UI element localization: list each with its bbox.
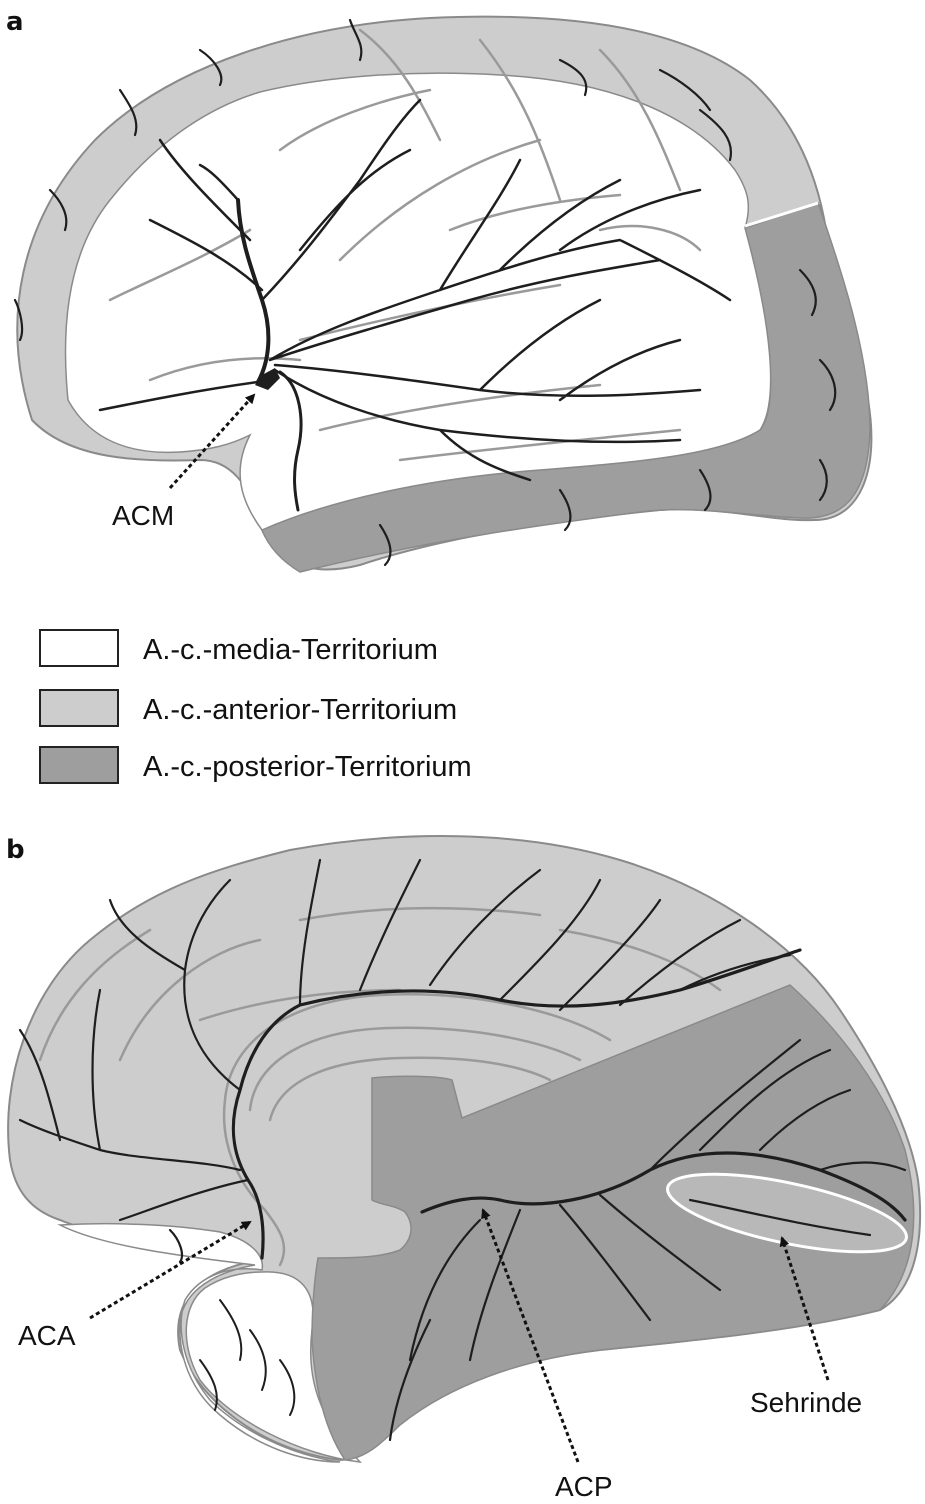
lateral-brain-diagram <box>13 15 873 573</box>
aca-branches <box>18 858 792 1264</box>
aca-label: ACA <box>18 1320 76 1351</box>
acm-branches <box>98 98 732 482</box>
legend-label-posterior: A.-c.-posterior-Territorium <box>143 751 472 783</box>
sehrinde-pointer <box>779 1236 830 1381</box>
acm-origin <box>255 368 280 390</box>
lateral-media-territory <box>64 72 772 531</box>
acp-branches <box>388 1038 907 1442</box>
medial-sulcus-lines <box>38 906 722 1062</box>
panel-a-letter: a <box>6 7 24 37</box>
legend-swatch-posterior <box>39 746 119 784</box>
legend-label-media: A.-c.-media-Territorium <box>143 634 438 666</box>
legend: A.-c.-media-Territorium A.-c.-anterior-T… <box>39 629 472 784</box>
legend-swatch-media <box>39 629 119 667</box>
sehrinde-label: Sehrinde <box>750 1387 862 1418</box>
corpus-callosum-arcs <box>222 993 612 1267</box>
acp-label: ACP <box>555 1471 613 1502</box>
medial-media-lower <box>57 1222 341 1463</box>
temporal-branches <box>199 1299 296 1416</box>
lateral-sulcus-lines <box>108 28 702 462</box>
posterior-branches-lateral <box>378 268 837 567</box>
acm-label: ACM <box>112 500 174 531</box>
acp-pointer <box>481 1208 580 1463</box>
aca-pointer <box>89 1220 252 1320</box>
medial-brain-diagram <box>7 835 922 1463</box>
panel-b-letter: b <box>6 835 25 865</box>
legend-swatch-anterior <box>39 689 119 727</box>
legend-label-anterior: A.-c.-anterior-Territorium <box>143 694 457 726</box>
anterior-branches-lateral <box>13 18 733 342</box>
medial-posterior-territory <box>311 984 915 1461</box>
